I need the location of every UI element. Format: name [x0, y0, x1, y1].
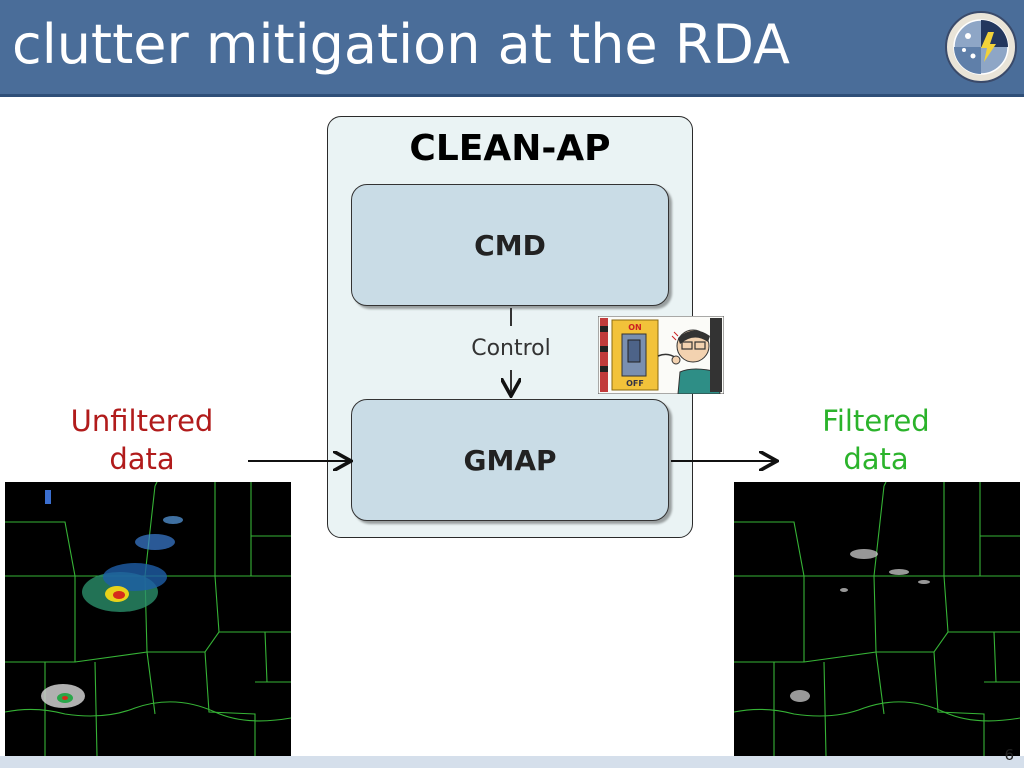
unfiltered-data-label: Unfiltered data: [60, 402, 224, 478]
unfiltered-radar-image: [5, 482, 291, 756]
cmd-label: CMD: [474, 228, 546, 262]
switch-off-text: OFF: [626, 379, 644, 388]
on-off-switch-illustration: ON OFF: [598, 316, 724, 394]
gmap-label: GMAP: [463, 443, 557, 477]
clean-ap-title: CLEAN-AP: [409, 128, 611, 169]
slide-title: clutter mitigation at the RDA: [12, 13, 790, 76]
title-bar: clutter mitigation at the RDA: [0, 0, 1024, 97]
filtered-line-1: Filtered: [822, 404, 930, 438]
gmap-module: GMAP: [351, 399, 669, 521]
control-label: Control: [471, 336, 551, 361]
slide-number: 6: [1004, 746, 1014, 764]
switch-on-text: ON: [628, 323, 642, 332]
unfiltered-line-1: Unfiltered: [70, 404, 214, 438]
filtered-line-2: data: [843, 442, 909, 476]
filtered-radar-image: [734, 482, 1020, 756]
unfiltered-line-2: data: [109, 442, 175, 476]
nssl-seal-logo: [945, 11, 1017, 83]
cmd-module: CMD: [351, 184, 669, 306]
footer-band: [0, 756, 1024, 768]
filtered-data-label: Filtered data: [794, 402, 958, 478]
